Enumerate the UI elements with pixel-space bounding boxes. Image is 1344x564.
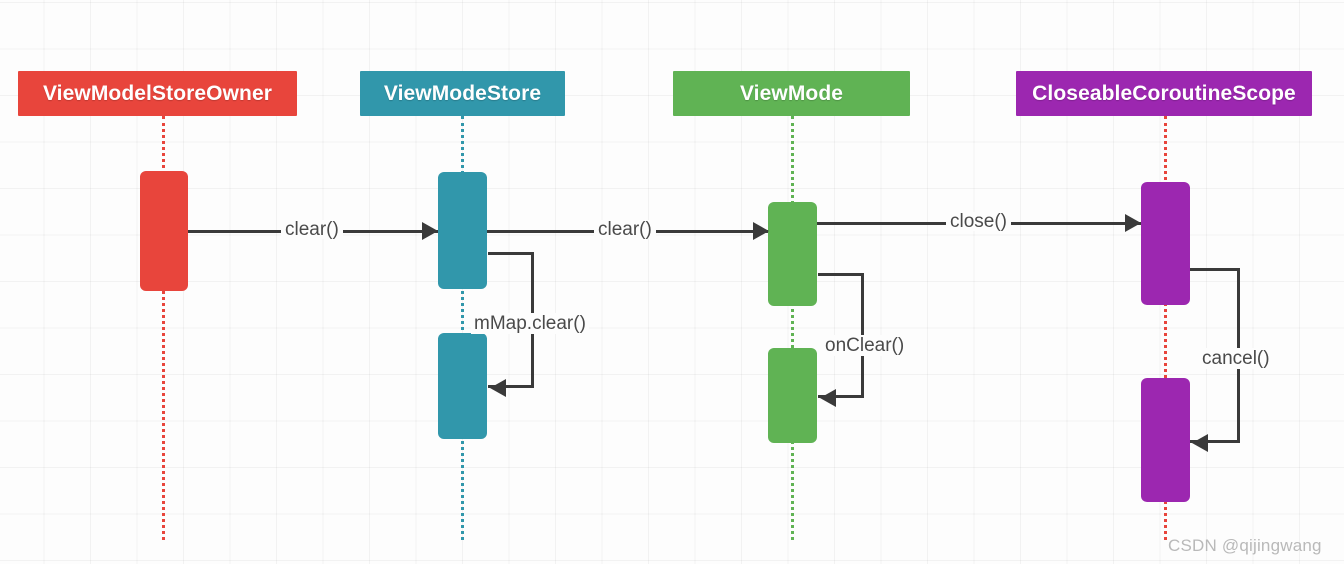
arrowhead-clear-store-to-mode <box>753 222 769 240</box>
self-message-label-on-clear: onClear() <box>822 335 908 356</box>
activation-bar-closeable-coroutine-scope-1[interactable] <box>1141 182 1190 305</box>
lifeline-view-model-store-owner <box>162 116 165 540</box>
participant-header-closeable-coroutine-scope[interactable]: CloseableCoroutineScope <box>1016 71 1312 116</box>
lifeline-closeable-coroutine-scope <box>1164 116 1167 540</box>
arrowhead-clear-owner-to-store <box>422 222 438 240</box>
activation-bar-view-mode-2[interactable] <box>768 348 817 443</box>
activation-bar-view-mode-1[interactable] <box>768 202 817 306</box>
participant-header-view-mode-store[interactable]: ViewModeStore <box>360 71 565 116</box>
activation-bar-view-model-store-owner-1[interactable] <box>140 171 188 291</box>
watermark-text: CSDN @qijingwang <box>1168 536 1322 555</box>
lifeline-view-mode <box>791 116 794 540</box>
self-message-label-cancel: cancel() <box>1199 348 1273 369</box>
message-label-close-mode-to-scope: close() <box>946 212 1012 231</box>
activation-bar-view-mode-store-1[interactable] <box>438 172 487 289</box>
arrowhead-on-clear <box>820 389 836 407</box>
activation-bar-view-mode-store-2[interactable] <box>438 333 487 439</box>
activation-bar-closeable-coroutine-scope-2[interactable] <box>1141 378 1190 502</box>
message-label-clear-owner-to-store: clear() <box>281 220 343 239</box>
arrowhead-close-mode-to-scope <box>1125 214 1141 232</box>
participant-header-view-mode[interactable]: ViewMode <box>673 71 910 116</box>
arrowhead-cancel <box>1192 434 1208 452</box>
self-message-label-mmap-clear: mMap.clear() <box>471 313 589 334</box>
message-label-clear-store-to-mode: clear() <box>594 220 656 239</box>
participant-header-view-model-store-owner[interactable]: ViewModelStoreOwner <box>18 71 297 116</box>
lifeline-view-mode-store <box>461 116 464 540</box>
arrowhead-mmap-clear <box>490 379 506 397</box>
